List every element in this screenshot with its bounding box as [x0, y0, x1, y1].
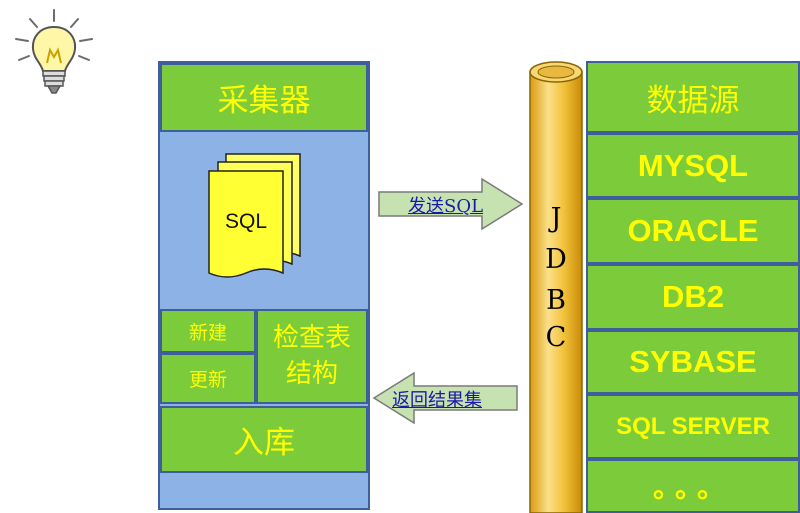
send-arrow-right	[378, 178, 524, 230]
new-box: 新建	[160, 309, 256, 353]
check-table-line2: 结构	[285, 358, 338, 389]
jdbc-letter-j: J	[550, 203, 562, 234]
collector-title: 采集器	[160, 63, 368, 132]
sql-label: SQL	[225, 210, 267, 233]
datasource-sqlserver: SQL SERVER	[586, 394, 800, 459]
datasource-sybase: SYBASE	[586, 330, 800, 394]
jdbc-letter-b: B	[546, 285, 566, 316]
datasource-db2: DB2	[586, 264, 800, 330]
check-table-line1: 检查表	[272, 323, 351, 354]
datasource-mysql: MYSQL	[586, 133, 800, 198]
datasource-more: 。。。	[586, 459, 800, 513]
return-arrow-left	[372, 372, 518, 424]
datasource-oracle: ORACLE	[586, 198, 800, 264]
lightbulb-icon	[15, 9, 93, 94]
send-sql-label: 发送SQL	[408, 196, 484, 217]
sql-document-icon: SQL	[208, 153, 301, 278]
update-box: 更新	[160, 353, 256, 404]
jdbc-letter-d: D	[545, 244, 567, 275]
jdbc-pipe	[529, 61, 583, 513]
jdbc-letter-c: C	[545, 322, 567, 353]
check-table-structure-box: 检查表 结构	[256, 309, 368, 404]
datasource-title: 数据源	[586, 61, 800, 133]
return-result-label: 返回结果集	[392, 390, 482, 411]
storage-box: 入库	[160, 406, 368, 473]
